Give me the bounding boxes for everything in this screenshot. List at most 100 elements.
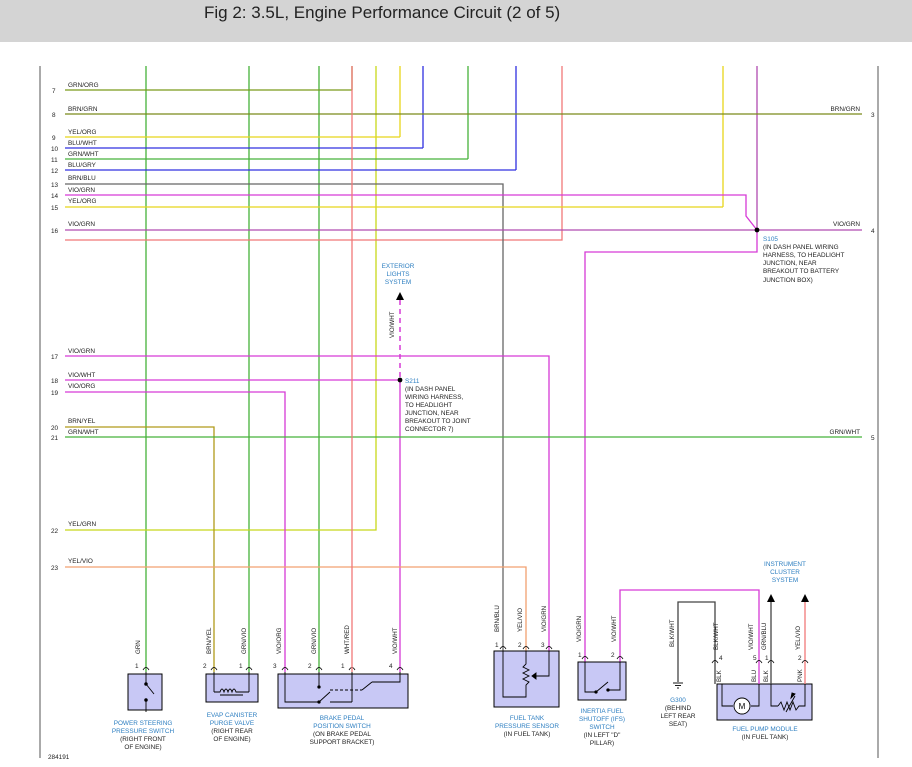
fpm-name-1: FUEL PUMP MODULE bbox=[732, 726, 797, 733]
wire-label-19: VIO/ORG bbox=[68, 383, 95, 390]
fpm-inner-2: PNK bbox=[797, 668, 804, 682]
evap-pin-1: 1 bbox=[239, 663, 243, 670]
wire-label-8: BRN/GRN bbox=[68, 106, 98, 113]
fpm-pin-5: 5 bbox=[753, 655, 757, 662]
right-wire-label-4: VIO/GRN bbox=[833, 221, 860, 228]
wire-num-20: 20 bbox=[51, 425, 59, 432]
ifs-pin-2: 2 bbox=[611, 652, 615, 659]
ifs-pin-1: 1 bbox=[578, 652, 582, 659]
g300-line-2: LEFT REAR bbox=[660, 713, 695, 720]
ground-g300: BLK/WHT G300 (BEHIND LEFT REAR SEAT) bbox=[660, 619, 695, 728]
wire-num-14: 14 bbox=[51, 193, 59, 200]
g300-line-3: SEAT) bbox=[669, 721, 687, 728]
power-steering-pressure-switch: GRN 1 POWER STEERING PRESSURE SWITCH (RI… bbox=[112, 640, 175, 751]
wire-label-18: VIO/WHT bbox=[68, 372, 95, 379]
wire-num-23: 23 bbox=[51, 565, 59, 572]
wire-num-11: 11 bbox=[51, 157, 58, 164]
wire-num-19: 19 bbox=[51, 390, 59, 397]
instrument-cluster-arrows bbox=[767, 594, 809, 602]
ifs-name-1: INERTIA FUEL bbox=[581, 708, 624, 715]
bpp-wire-2: GRN/VIO bbox=[311, 628, 318, 654]
wire-num-15: 15 bbox=[51, 205, 59, 212]
ps-name-1: POWER STEERING bbox=[114, 720, 173, 727]
wire-num-8: 8 bbox=[52, 112, 56, 119]
wire-num-9: 9 bbox=[52, 135, 56, 142]
wire-label-10: BLU/WHT bbox=[68, 140, 97, 147]
right-wire-labels: BRN/GRN 3 VIO/GRN 4 GRN/WHT 5 bbox=[829, 106, 875, 442]
s211-line-1: (IN DASH PANEL bbox=[405, 386, 456, 393]
fpm-pin-1: 1 bbox=[765, 655, 769, 662]
wire-num-17: 17 bbox=[51, 354, 59, 361]
ps-loc-1: (RIGHT FRONT bbox=[120, 736, 166, 743]
bpp-switch-symbol bbox=[284, 672, 401, 704]
fpm-wire-5: VIO/WHT bbox=[748, 623, 755, 650]
evap-loc-2: OF ENGINE) bbox=[213, 736, 250, 743]
bpp-loc-2: SUPPORT BRACKET) bbox=[310, 739, 375, 746]
wire-num-21: 21 bbox=[51, 435, 59, 442]
left-wire-labels: 7 GRN/ORG 8 BRN/GRN 9 YEL/ORG 10 BLU/WHT… bbox=[51, 82, 99, 572]
fpm-inner-1: BLK bbox=[763, 669, 770, 682]
right-wire-label-3: BRN/GRN bbox=[831, 106, 861, 113]
evap-wire-1: GRN/VIO bbox=[241, 628, 248, 654]
motor-icon: M bbox=[733, 697, 751, 715]
evap-name-2: PURGE VALVE bbox=[210, 720, 254, 727]
s105-id: S105 bbox=[763, 236, 778, 243]
ftp-name-1: FUEL TANK bbox=[510, 715, 545, 722]
s211-label: S211 (IN DASH PANEL WIRING HARNESS, TO H… bbox=[405, 378, 471, 433]
fpm-wire-4: BLK/WHT bbox=[713, 622, 720, 650]
ps-name-2: PRESSURE SWITCH bbox=[112, 728, 175, 735]
motor-symbol: M bbox=[739, 702, 746, 711]
g300-wire-label: BLK/WHT bbox=[669, 619, 676, 647]
ftp-body bbox=[493, 650, 560, 708]
evap-pin-2: 2 bbox=[203, 663, 207, 670]
wire-label-14: VIO/GRN bbox=[68, 187, 95, 194]
evap-canister-purge-valve: BRN/YEL GRN/VIO 2 1 EVAP CANISTER PURGE … bbox=[203, 627, 259, 743]
bpp-name-2: POSITION SWITCH bbox=[313, 723, 371, 730]
right-wire-num-5: 5 bbox=[871, 435, 875, 442]
bpp-pin-2: 2 bbox=[308, 663, 312, 670]
s105-splice-dot bbox=[754, 227, 760, 233]
header-bar: Fig 2: 3.5L, Engine Performance Circuit … bbox=[0, 0, 912, 42]
right-wire-num-3: 3 bbox=[871, 112, 875, 119]
evap-coil-symbol bbox=[213, 672, 250, 696]
ps-wire-1: GRN bbox=[135, 640, 142, 654]
ftp-resistor-symbol bbox=[502, 651, 550, 698]
exterior-lights-system: EXTERIOR LIGHTS SYSTEM VIO/WHT bbox=[382, 263, 415, 338]
ftp-wire-2: YEL/VIO bbox=[517, 608, 524, 632]
s211-line-6: CONNECTOR 7) bbox=[405, 426, 454, 433]
fpm-wire-2: YEL/VIO bbox=[795, 626, 802, 650]
ftp-pin-3: 3 bbox=[541, 642, 545, 649]
instrument-cluster-system: INSTRUMENT CLUSTER SYSTEM bbox=[764, 561, 806, 584]
wire-num-16: 16 bbox=[51, 228, 59, 235]
s211-id: S211 bbox=[405, 378, 420, 385]
ftp-wire-1: BRN/BLU bbox=[494, 605, 501, 632]
vertical-wires bbox=[65, 66, 758, 672]
g300-id: G300 bbox=[670, 697, 686, 704]
ifs-name-3: SWITCH bbox=[589, 724, 615, 731]
right-wire-label-5: GRN/WHT bbox=[829, 429, 860, 436]
wire-label-7: GRN/ORG bbox=[68, 82, 99, 89]
s105-label: S105 (IN DASH PANEL WIRING HARNESS, TO H… bbox=[763, 236, 845, 284]
ps-switch-symbol bbox=[144, 672, 155, 712]
wire-num-12: 12 bbox=[51, 168, 59, 175]
fpm-inner-4: BLK bbox=[716, 669, 723, 682]
bpp-pin-1: 1 bbox=[341, 663, 345, 670]
wire-label-16: VIO/GRN bbox=[68, 221, 95, 228]
fpm-pin-2: 2 bbox=[798, 655, 802, 662]
ftp-name-2: PRESSURE SENSOR bbox=[495, 723, 559, 730]
wiring-diagram: 7 GRN/ORG 8 BRN/GRN 9 YEL/ORG 10 BLU/WHT… bbox=[39, 66, 879, 761]
wire-label-22: YEL/GRN bbox=[68, 521, 96, 528]
fpm-body bbox=[716, 683, 813, 721]
wire-label-20: BRN/YEL bbox=[68, 418, 96, 425]
wire-label-11: GRN/WHT bbox=[68, 151, 99, 158]
ic-line-3: SYSTEM bbox=[772, 577, 798, 584]
wire-label-21: GRN/WHT bbox=[68, 429, 99, 436]
ifs-wire-1: VIO/GRN bbox=[576, 616, 583, 642]
exterior-lights-wire bbox=[396, 292, 404, 380]
figure-id: 284191 bbox=[48, 754, 70, 761]
wire-label-15: YEL/ORG bbox=[68, 198, 96, 205]
frame bbox=[39, 66, 879, 758]
bpp-name-1: BRAKE PEDAL bbox=[320, 715, 365, 722]
ps-pin-1: 1 bbox=[135, 663, 139, 670]
s211-line-3: TO HEADLIGHT bbox=[405, 402, 452, 409]
